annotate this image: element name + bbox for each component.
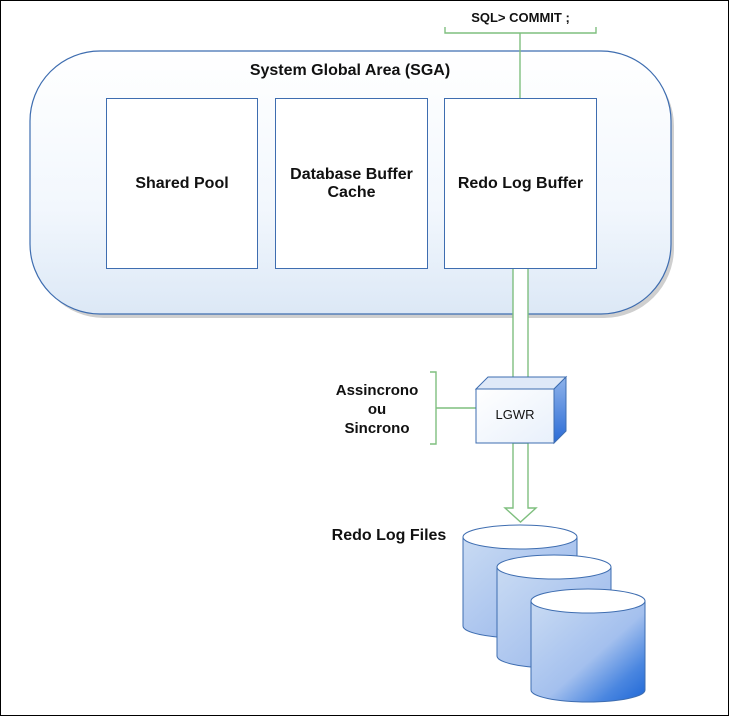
mode-assincrono: Assincrono (335, 382, 419, 399)
commit-bracket (444, 27, 597, 34)
lgwr-process-box (474, 375, 568, 445)
lgwr-to-files-arrow (503, 442, 538, 523)
buffer-to-lgwr-arrow (512, 267, 529, 379)
database-buffer-cache-label-line2: Cache (327, 183, 376, 201)
redo-log-buffer-box: Redo Log Buffer (444, 98, 597, 269)
database-buffer-cache-box: Database Buffer Cache (275, 98, 428, 269)
lgwr-label: LGWR (495, 407, 535, 422)
database-buffer-cache-label-line1: Database Buffer (290, 165, 413, 183)
mode-sincrono: Sincrono (344, 420, 410, 437)
shared-pool-label: Shared Pool (135, 174, 229, 192)
redo-log-buffer-label: Redo Log Buffer (457, 174, 584, 192)
redo-log-file-cylinder-3 (530, 588, 646, 703)
redo-log-files-label: Redo Log Files (331, 527, 447, 544)
mode-ou: ou (367, 401, 387, 418)
sga-title: System Global Area (SGA) (249, 62, 451, 79)
shared-pool-box: Shared Pool (106, 98, 258, 269)
lgwr-mode-label: Assincrono ou Sincrono (318, 381, 436, 438)
commit-command-label: SQL> COMMIT ; (471, 10, 570, 25)
